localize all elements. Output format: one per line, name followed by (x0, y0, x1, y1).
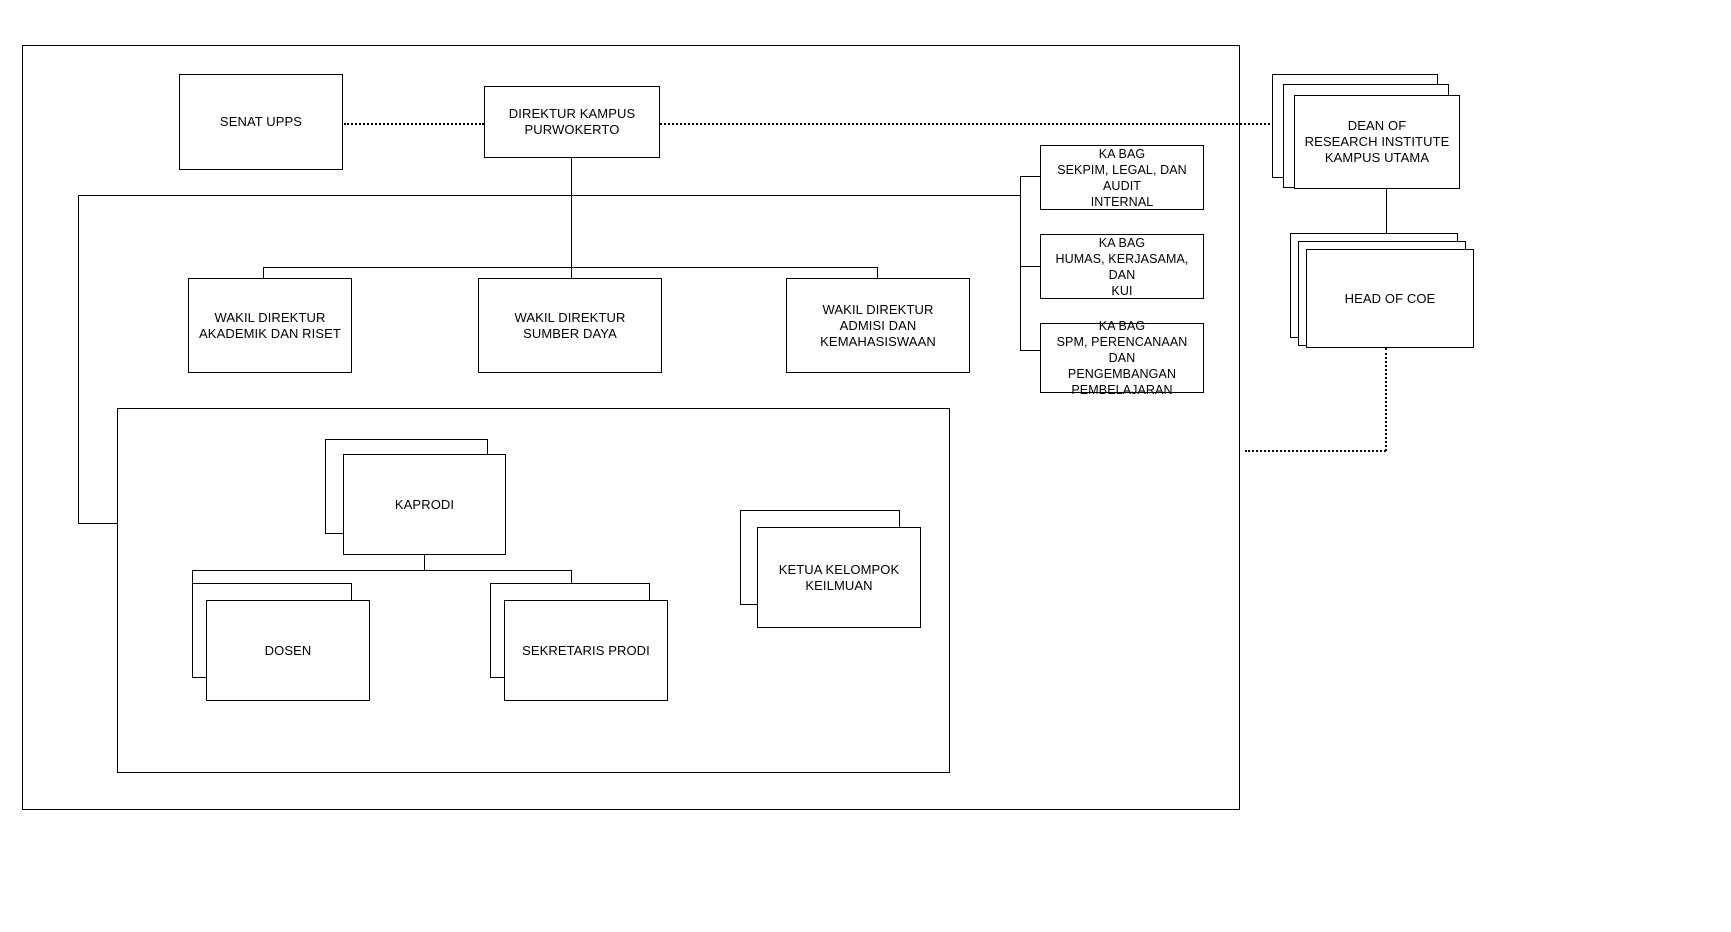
node-dosen-label: DOSEN (264, 642, 312, 658)
outer-campus-frame (22, 45, 1240, 810)
node-direktur-kampus[interactable]: DIREKTUR KAMPUS PURWOKERTO (484, 86, 660, 158)
node-senat-upps-label: SENAT UPPS (219, 114, 303, 129)
prodi-cluster-frame (117, 408, 950, 773)
node-sekretaris-prodi-label: SEKRETARIS PRODI (522, 642, 650, 658)
node-kaprodi[interactable]: KAPRODI (343, 454, 506, 555)
node-kabag-sekpim-legal-audit-label: KA BAG SEKPIM, LEGAL, DAN AUDIT INTERNAL (1057, 146, 1187, 209)
sekretaris-prodi-drop (571, 570, 572, 584)
node-senat-upps[interactable]: SENAT UPPS (179, 74, 343, 170)
node-kabag-humas-kerjasama-kui-label: KA BAG HUMAS, KERJASAMA, DAN KUI (1055, 235, 1189, 298)
kabag-bus-vertical (1020, 176, 1021, 350)
left-bus-top-horizontal (78, 195, 1020, 196)
node-sekretaris-prodi[interactable]: SEKRETARIS PRODI (504, 600, 668, 701)
coe-dotted-down (1385, 348, 1387, 451)
left-bus-bottom-horizontal (78, 523, 118, 524)
senat-to-direktur-dotted-line (344, 123, 484, 125)
node-kabag-sekpim-legal-audit[interactable]: KA BAG SEKPIM, LEGAL, DAN AUDIT INTERNAL (1040, 145, 1204, 210)
node-kabag-spm-perencanaan-label: KA BAG SPM, PERENCANAAN DAN PENGEMBANGAN… (1056, 319, 1188, 397)
node-head-of-coe-label: HEAD OF COE (1344, 290, 1436, 306)
node-wakil-direktur-akademik[interactable]: WAKIL DIREKTUR AKADEMIK DAN RISET (188, 278, 352, 373)
node-wakil-direktur-sumber-daya-label: WAKIL DIREKTUR SUMBER DAYA (514, 309, 626, 341)
wakil-akademik-drop (263, 267, 264, 279)
node-kabag-spm-perencanaan[interactable]: KA BAG SPM, PERENCANAAN DAN PENGEMBANGAN… (1040, 319, 1204, 397)
direktur-down-stem (571, 158, 572, 278)
kabag-humas-connector (1020, 266, 1040, 267)
kaprodi-down-stem (424, 555, 425, 570)
kabag-spm-connector (1020, 350, 1040, 351)
node-kabag-humas-kerjasama-kui[interactable]: KA BAG HUMAS, KERJASAMA, DAN KUI (1040, 234, 1204, 299)
node-wakil-direktur-sumber-daya[interactable]: WAKIL DIREKTUR SUMBER DAYA (478, 278, 662, 373)
node-dosen[interactable]: DOSEN (206, 600, 370, 701)
node-ketua-kelompok-keilmuan-label: KETUA KELOMPOK KEILMUAN (778, 561, 900, 593)
node-kaprodi-label: KAPRODI (394, 496, 455, 512)
coe-dotted-left (1245, 450, 1386, 452)
node-ketua-kelompok-keilmuan[interactable]: KETUA KELOMPOK KEILMUAN (757, 527, 921, 628)
wakil-sumberdaya-drop (571, 267, 572, 279)
wakil-admisi-drop (877, 267, 878, 279)
node-head-of-coe[interactable]: HEAD OF COE (1306, 249, 1474, 348)
node-wakil-direktur-admisi-label: WAKIL DIREKTUR ADMISI DAN KEMAHASISWAAN (820, 301, 936, 349)
wakil-distribution-bar (263, 267, 878, 268)
kaprodi-distribution-bar (192, 570, 572, 571)
direktur-to-dean-dotted-line (660, 123, 1294, 125)
left-bus-vertical (78, 195, 79, 523)
dosen-drop (192, 570, 193, 584)
node-direktur-kampus-label: DIREKTUR KAMPUS PURWOKERTO (508, 106, 636, 137)
node-wakil-direktur-akademik-label: WAKIL DIREKTUR AKADEMIK DAN RISET (199, 309, 341, 341)
node-dean-research-institute-label: DEAN OF RESEARCH INSTITUTE KAMPUS UTAMA (1304, 118, 1450, 165)
kabag-sekpim-connector (1020, 176, 1040, 177)
node-wakil-direktur-admisi[interactable]: WAKIL DIREKTUR ADMISI DAN KEMAHASISWAAN (786, 278, 970, 373)
dean-to-coe-stem (1386, 189, 1387, 245)
node-dean-research-institute[interactable]: DEAN OF RESEARCH INSTITUTE KAMPUS UTAMA (1294, 95, 1460, 189)
